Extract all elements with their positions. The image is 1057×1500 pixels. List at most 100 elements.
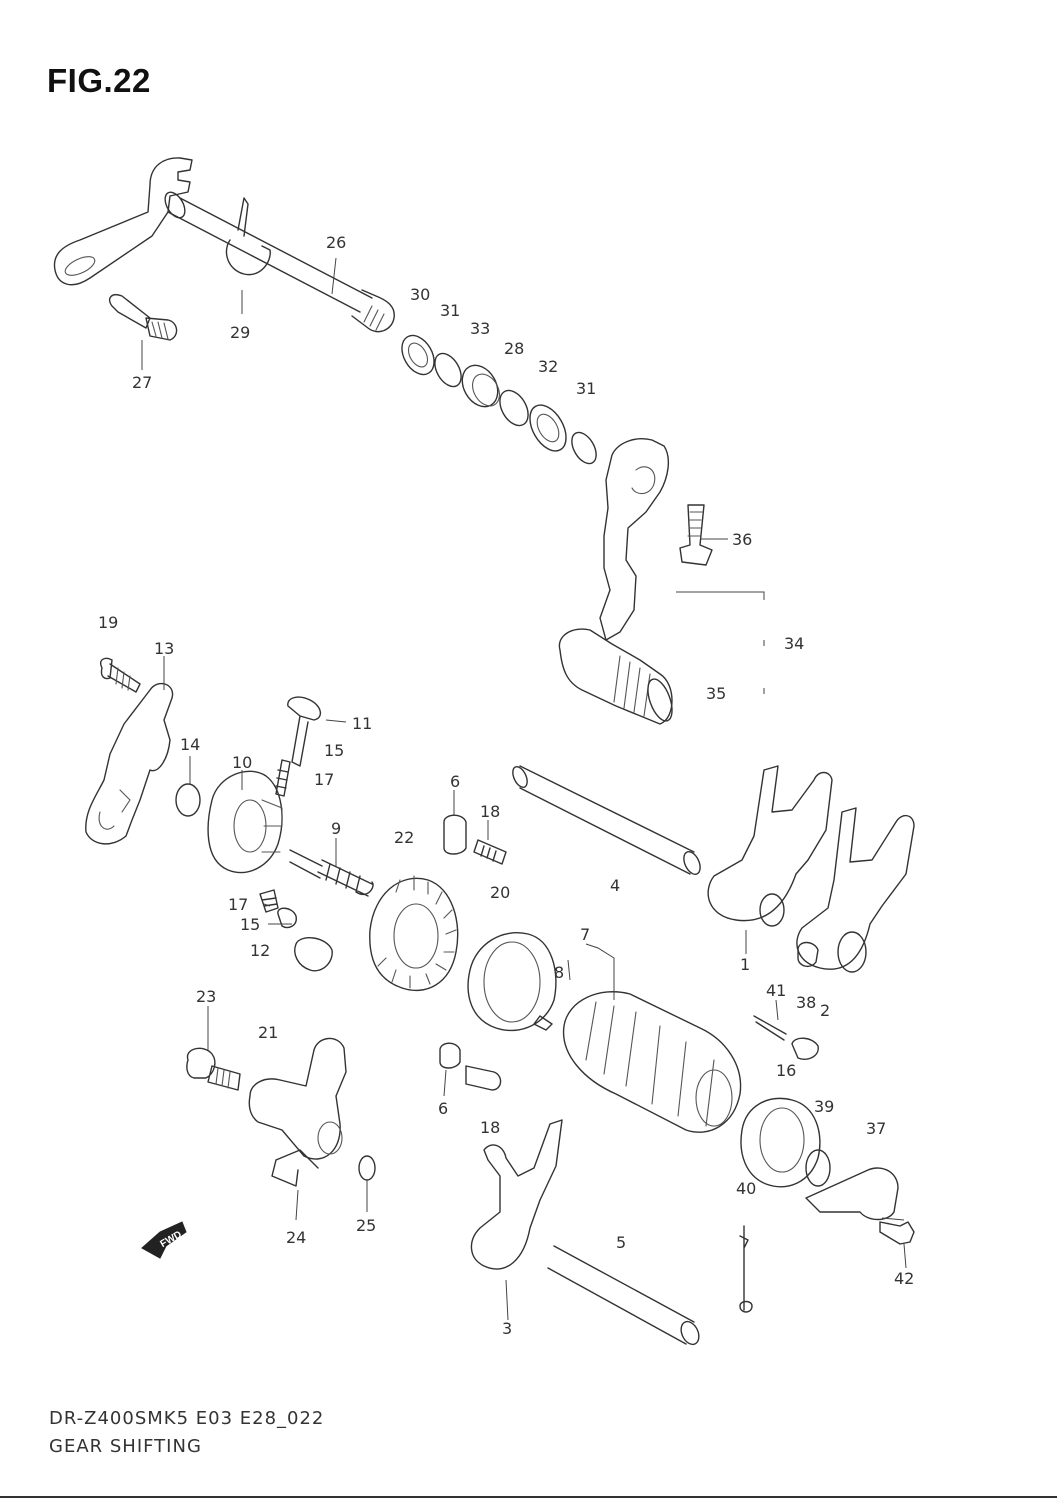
spring-17a [275,759,291,797]
fork-shaft-5 [547,1245,695,1345]
bearing-33 [461,364,499,408]
callout-18a: 18 [480,802,500,821]
pin-38 [797,941,819,968]
fork-shaft-4 [519,765,695,875]
gearshift-shaft [167,197,373,313]
oil-seal-30 [401,334,435,376]
washer-31b [571,431,597,465]
callout-9: 9 [331,819,341,838]
pin-18a [473,839,507,865]
bolt-19 [100,657,141,693]
shift-pedal-tip-35 [558,628,673,725]
shift-fork-2 [796,807,915,970]
callout-6b: 6 [438,1099,448,1118]
callout-20: 20 [490,883,510,902]
washer-40 [805,1149,831,1187]
pin-9 [289,849,323,879]
callout-41: 41 [766,981,786,1000]
stopper-bolt-27 [108,294,178,341]
bearing-39 [740,1097,821,1188]
callout-17b: 17 [228,895,248,914]
callout-42: 42 [894,1269,914,1288]
shift-fork-3 [470,1119,563,1270]
bearing-8 [467,932,557,1032]
bolt-42 [879,1221,915,1245]
callout-labels: 26 29 27 30 31 33 28 32 31 36 34 35 19 1… [98,233,914,1338]
callout-24: 24 [286,1228,306,1247]
callout-29: 29 [230,323,250,342]
callout-16: 16 [776,1061,796,1080]
screw-6b [439,1042,502,1091]
bolt-23 [186,1047,241,1091]
gearshift-lever-34 [599,438,670,641]
callout-17a: 17 [314,770,334,789]
shift-cam-assembly [85,657,915,1346]
leader-lines [141,257,907,1321]
washer-32 [529,404,567,452]
callout-26: 26 [326,233,346,252]
spring-9 [317,859,374,897]
stopper-37 [805,1167,899,1221]
callout-12: 12 [250,941,270,960]
cam-gear-22 [369,877,459,992]
callout-31b: 31 [576,379,596,398]
callout-13: 13 [154,639,174,658]
callout-23: 23 [196,987,216,1006]
callout-8: 8 [554,963,564,982]
forward-direction-arrow: FWD [141,1221,187,1259]
gearshift-shaft-assembly [53,157,713,725]
callout-10: 10 [232,753,252,772]
circlip-29 [225,197,271,276]
callout-15b: 15 [240,915,260,934]
bolt-36 [679,504,713,566]
bolt-41 [753,1015,787,1041]
page-bottom-border [0,1496,1057,1498]
callout-35: 35 [706,684,726,703]
callout-6a: 6 [450,772,460,791]
pawl-12 [294,937,333,972]
washer-28 [499,389,529,427]
callout-5: 5 [616,1233,626,1252]
washer-14 [175,783,201,817]
callout-19: 19 [98,613,118,632]
callout-40: 40 [736,1179,756,1198]
callout-21: 21 [258,1023,278,1042]
callout-34: 34 [784,634,804,653]
callout-39: 39 [814,1097,834,1116]
callout-22: 22 [394,828,414,847]
callout-37: 37 [866,1119,886,1138]
spring-24 [271,1149,319,1187]
callout-33: 33 [470,319,490,338]
washer-31a [434,352,462,388]
callout-7: 7 [580,925,590,944]
callout-30: 30 [410,285,430,304]
callout-38: 38 [796,993,816,1012]
figure-name: GEAR SHIFTING [49,1436,202,1457]
cam-stopper-21 [248,1037,347,1160]
callout-28: 28 [504,339,524,358]
bolt-11 [287,696,321,767]
callout-25: 25 [356,1216,376,1235]
shift-fork-1 [707,765,833,922]
callout-4: 4 [610,876,620,895]
callout-27: 27 [132,373,152,392]
model-code: DR-Z400SMK5 E03 E28_022 [49,1408,325,1429]
gearshift-cam-stopper-13 [85,682,174,845]
figure-title: FIG.22 [47,62,151,99]
callout-18b: 18 [480,1118,500,1137]
callout-11: 11 [352,714,372,733]
callout-1: 1 [740,955,750,974]
pawl-15b [277,907,297,929]
gearshift-cam-7 [533,991,742,1133]
cam-driven-gear-10 [207,770,283,874]
callout-36: 36 [732,530,752,549]
callout-2: 2 [820,1001,830,1020]
washer-25 [358,1155,376,1181]
spring-17b [259,889,279,913]
gearshift-arm [53,157,193,286]
callout-31a: 31 [440,301,460,320]
callout-14: 14 [180,735,200,754]
callout-32: 32 [538,357,558,376]
